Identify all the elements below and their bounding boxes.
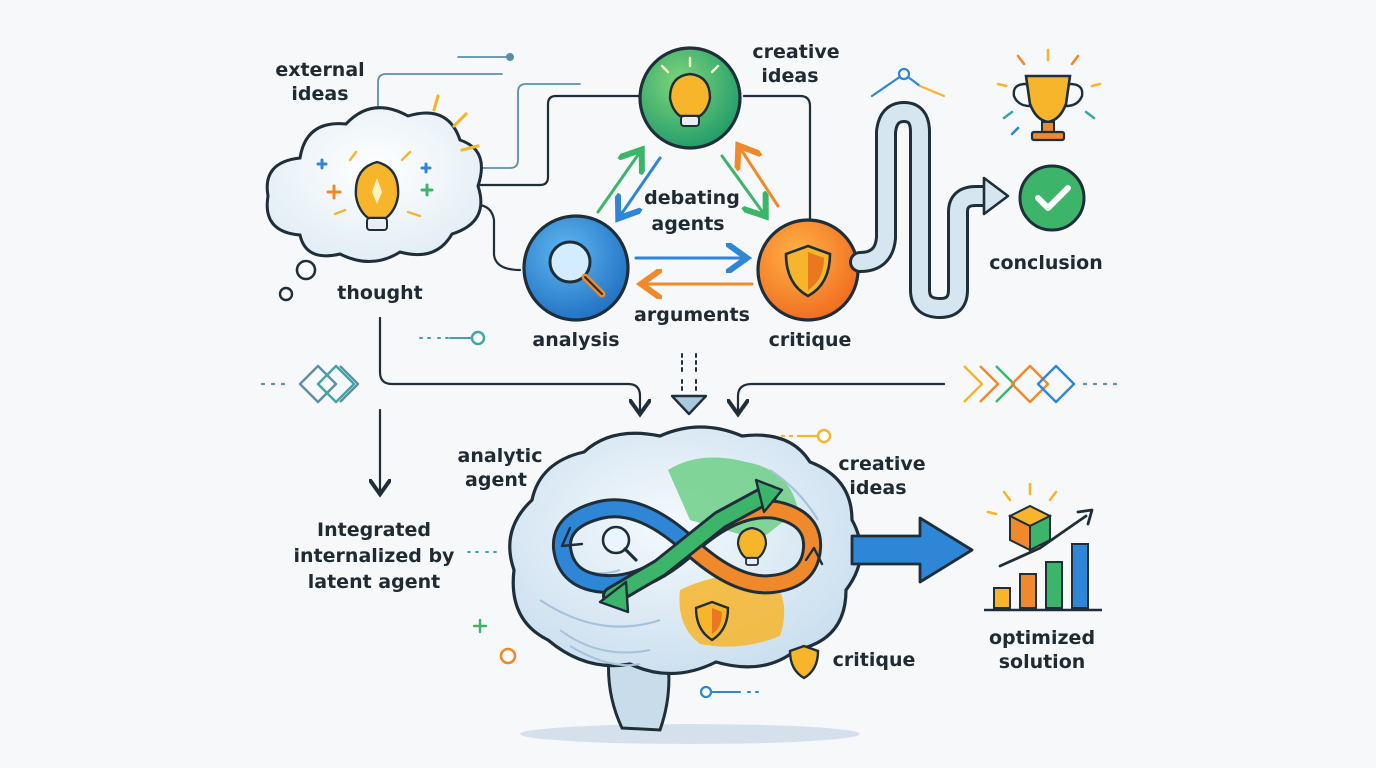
magnifier-icon — [548, 240, 606, 298]
idea-rays-icon — [432, 94, 480, 152]
label-debating-agents-line1: debating — [644, 187, 740, 209]
label-analytic-agent-line1: analytic — [458, 445, 543, 467]
cube-icon — [1007, 504, 1053, 552]
label-creative-ideas-bottom-line2: ideas — [849, 477, 906, 499]
decorative-dots — [467, 428, 832, 699]
label-optimized-solution-line2: solution — [999, 651, 1086, 673]
down-chevron-arrows — [670, 353, 708, 416]
external-idea-connectors — [377, 53, 581, 169]
label-creative-ideas-top-line2: ideas — [761, 65, 818, 87]
label-external-ideas-line1: external — [275, 59, 364, 81]
label-arguments: arguments — [634, 304, 750, 326]
label-optimized-solution-line1: optimized — [989, 627, 1095, 649]
label-integrated-line3: latent agent — [308, 571, 440, 593]
label-integrated-line2: internalized by — [294, 545, 456, 567]
dotted-connectors — [260, 330, 1118, 386]
zigzag-icon — [870, 67, 946, 98]
analysis-node — [522, 214, 630, 322]
lightbulb-icon — [354, 160, 400, 231]
label-conclusion: conclusion — [989, 252, 1103, 274]
critique-node — [756, 218, 860, 322]
label-creative-ideas-top-line1: creative — [752, 41, 839, 63]
growth-chart-icon — [984, 482, 1102, 612]
label-critique-bottom: critique — [833, 649, 916, 671]
creative-node — [638, 46, 742, 150]
sparkle-icon — [316, 150, 434, 218]
labels: external ideas creative ideas debating a… — [275, 41, 1102, 673]
trophy-icon — [996, 48, 1102, 142]
chevron-pattern-right — [963, 364, 1076, 404]
label-critique-top: critique — [769, 329, 852, 351]
shield-icon — [784, 244, 832, 298]
label-creative-ideas-bottom-line1: creative — [838, 453, 925, 475]
label-external-ideas-line2: ideas — [291, 83, 348, 105]
lightbulb-icon — [736, 526, 768, 566]
label-thought: thought — [337, 282, 422, 304]
label-integrated-line1: Integrated — [317, 519, 431, 541]
shield-icon — [788, 644, 820, 680]
label-debating-agents-line2: agents — [651, 213, 724, 235]
check-circle-icon — [1018, 164, 1086, 232]
lightbulb-icon — [660, 56, 720, 127]
connector-lines — [380, 94, 946, 492]
magnifier-icon — [601, 525, 638, 562]
chevron-pattern-left — [298, 364, 360, 404]
label-analysis: analysis — [532, 329, 619, 351]
debate-arrows — [596, 148, 780, 284]
shield-icon — [694, 600, 730, 642]
output-arrow — [850, 516, 974, 584]
brain — [508, 425, 863, 744]
winding-path — [849, 101, 1010, 319]
infinity-loop — [551, 478, 824, 614]
label-analytic-agent-line2: agent — [465, 469, 527, 491]
